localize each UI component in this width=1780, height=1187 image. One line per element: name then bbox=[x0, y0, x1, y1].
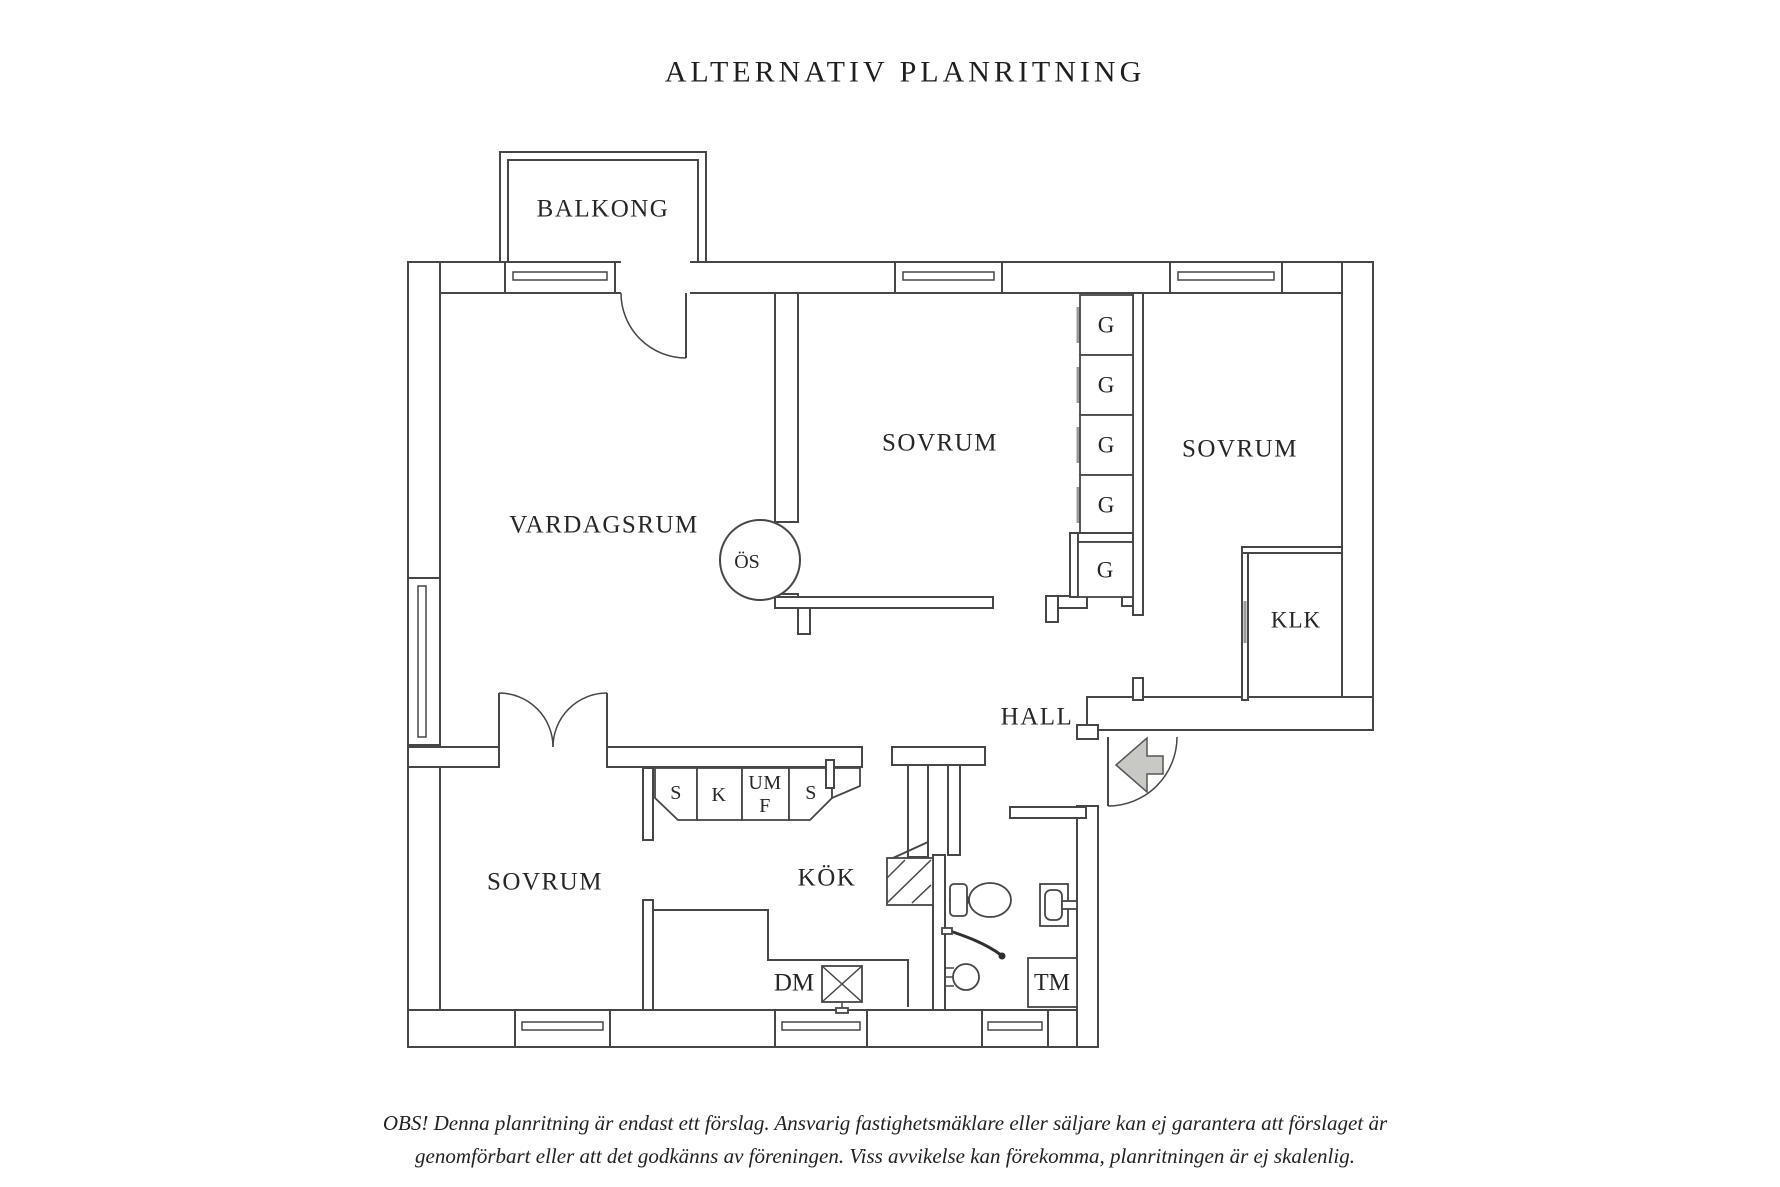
wall-stub-3 bbox=[1045, 595, 1059, 623]
double-door-swing-right bbox=[552, 692, 608, 748]
window-living-left bbox=[407, 577, 441, 746]
wall-bath-top bbox=[1009, 806, 1087, 819]
double-door bbox=[498, 692, 608, 769]
wall-bedroom-bottom-right-b bbox=[642, 899, 654, 1011]
wardrobes: G G G G G bbox=[1069, 294, 1134, 598]
label-sovrum-right: SOVRUM bbox=[1182, 436, 1298, 463]
wall-entry-lower bbox=[1076, 805, 1099, 1048]
wall-kitchen-bath-column bbox=[907, 764, 929, 858]
footer-line-1: OBS! Denna planritning är endast ett för… bbox=[383, 1111, 1388, 1135]
balcony-door-swing bbox=[620, 292, 687, 359]
wardrobe-label: G bbox=[1098, 433, 1115, 458]
wall-living-bottom-right bbox=[606, 746, 863, 768]
stove bbox=[886, 857, 934, 906]
window-bedroom-top bbox=[894, 261, 1003, 294]
bathroom-fixtures bbox=[941, 882, 1078, 1008]
window-bedroom-right bbox=[1169, 261, 1283, 294]
kitchen-counter bbox=[653, 909, 909, 1007]
kitchen-unit-s2 bbox=[788, 767, 833, 821]
label-balkong: BALKONG bbox=[537, 196, 670, 223]
label-dm: DM bbox=[774, 970, 814, 997]
label-sovrum-bottom: SOVRUM bbox=[487, 869, 603, 896]
entry-arrow-icon bbox=[1114, 736, 1164, 794]
label-klk: KLK bbox=[1271, 608, 1321, 633]
entry-door-swing bbox=[1107, 736, 1178, 807]
kitchen-unit-label: UM bbox=[748, 772, 781, 794]
wardrobe-alcove-top bbox=[1069, 532, 1134, 543]
label-tm: TM bbox=[1034, 970, 1070, 996]
wall-entry-upper bbox=[1076, 724, 1099, 740]
window-bedroom-bottom bbox=[514, 1009, 611, 1048]
wall-angle-connector bbox=[892, 841, 929, 859]
floor-plan: G G G G G S K UM F S bbox=[407, 151, 1374, 1048]
room-labels: BALKONG VARDAGSRUM SOVRUM SOVRUM SOVRUM … bbox=[487, 196, 1321, 997]
kitchen-unit-s2-ext bbox=[831, 767, 861, 800]
wardrobe-alcove-left bbox=[1069, 532, 1079, 598]
page-title: ALTERNATIV PLANRITNING bbox=[665, 56, 1146, 89]
interior-walls bbox=[407, 292, 1343, 1011]
double-door-swing-left bbox=[498, 692, 554, 748]
wall-bedroom-bottom-right-a bbox=[642, 767, 654, 841]
wardrobe-label: G bbox=[1098, 313, 1115, 338]
window-bathroom bbox=[981, 1009, 1049, 1048]
kitchen-fixtures: S K UM F S bbox=[653, 759, 934, 1014]
wall-living-bottom-left bbox=[407, 746, 500, 768]
window-kitchen bbox=[774, 1009, 868, 1048]
window-balcony bbox=[504, 261, 616, 294]
fireplace-label: ÖS bbox=[734, 550, 760, 573]
kitchen-unit-k bbox=[696, 767, 743, 821]
wall-hall-bottom bbox=[1086, 696, 1374, 731]
fireplace-circle bbox=[719, 519, 801, 601]
wall-living-bedroom-upper bbox=[774, 292, 799, 523]
kitchen-unit-label: F bbox=[759, 795, 771, 817]
balcony-door bbox=[620, 260, 690, 359]
kitchen-unit-label: K bbox=[712, 784, 727, 806]
kitchen-sink bbox=[821, 965, 863, 1014]
doors bbox=[498, 260, 1247, 807]
shower-icon bbox=[941, 927, 1006, 960]
wall-right bbox=[1341, 261, 1374, 731]
label-vardagsrum: VARDAGSRUM bbox=[509, 512, 699, 539]
hand-basin-icon bbox=[945, 963, 980, 991]
windows bbox=[407, 261, 1283, 1048]
wall-kitchen-cap bbox=[891, 746, 986, 766]
wall-basin-icon bbox=[1039, 883, 1078, 927]
kitchen-unit-label: S bbox=[805, 782, 817, 804]
wardrobe-5 bbox=[1077, 541, 1134, 598]
cabinet-end-stub bbox=[825, 759, 835, 789]
footer-line-2: genomförbart eller att det godkänns av f… bbox=[415, 1144, 1355, 1168]
kitchen-unit-label: S bbox=[670, 782, 682, 804]
exterior-walls bbox=[407, 261, 1374, 1048]
footer-disclaimer: OBS! Denna planritning är endast ett för… bbox=[383, 1111, 1388, 1168]
wardrobe-label: G bbox=[1098, 493, 1115, 518]
label-sovrum-top: SOVRUM bbox=[882, 430, 998, 457]
wall-klk-top bbox=[1241, 546, 1343, 554]
wall-bedroom-right-stub bbox=[1132, 677, 1144, 701]
label-hall: HALL bbox=[1001, 704, 1074, 731]
wardrobe-label: G bbox=[1097, 558, 1114, 583]
label-kok: KÖK bbox=[798, 865, 857, 892]
wardrobe-2 bbox=[1079, 354, 1134, 416]
toilet-icon bbox=[949, 882, 1012, 918]
wall-bedroom-right-left bbox=[1132, 292, 1144, 616]
wardrobe-1 bbox=[1079, 294, 1134, 356]
kitchen-unit-umf bbox=[741, 767, 790, 821]
wall-bath-left-upper bbox=[947, 764, 961, 856]
kitchen-unit-s1 bbox=[654, 767, 698, 821]
washing-machine bbox=[1027, 957, 1078, 1008]
wall-bedroom-top-bottom bbox=[774, 596, 994, 609]
fireplace: ÖS bbox=[719, 519, 801, 601]
wall-stub-1 bbox=[797, 607, 811, 635]
wardrobe-4 bbox=[1079, 474, 1134, 536]
wardrobe-label: G bbox=[1098, 373, 1115, 398]
entry-door bbox=[1107, 736, 1178, 807]
